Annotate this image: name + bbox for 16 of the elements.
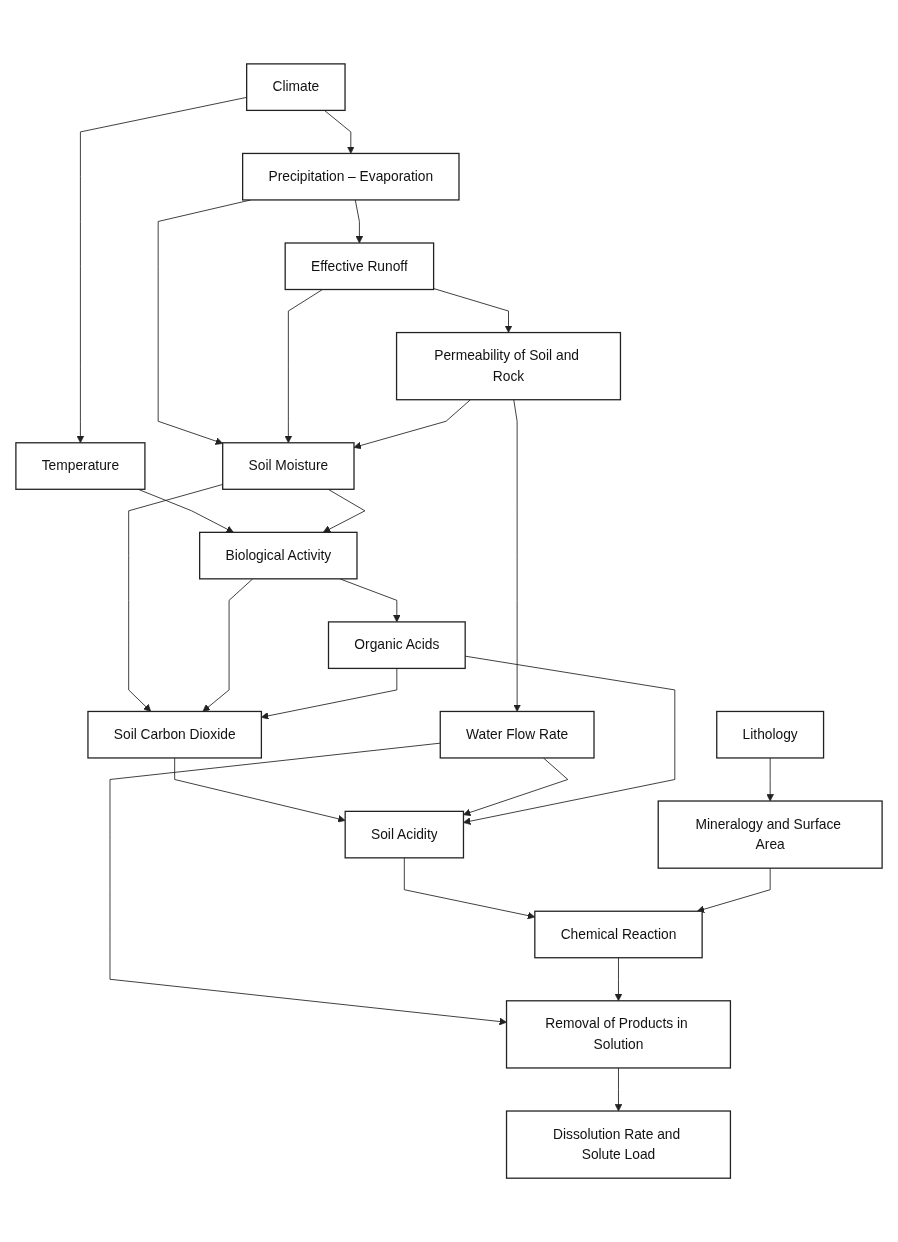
node-box: Water Flow Rate	[439, 710, 595, 759]
node-box: Biological Activity	[199, 531, 358, 580]
node-box: Organic Acids	[327, 621, 466, 669]
node-box: Climate	[246, 63, 346, 111]
node-box: Removal of Products in Solution	[505, 1000, 732, 1069]
node-box: Temperature	[15, 442, 146, 490]
node-box: Soil Moisture	[222, 442, 355, 490]
node-box: Soil Acidity	[344, 810, 465, 859]
node-box: Chemical Reaction	[534, 910, 703, 959]
node-box: Lithology	[716, 710, 825, 759]
node-box: Effective Runoff	[284, 242, 435, 291]
node-box: Soil Carbon Dioxide	[87, 710, 263, 759]
node-box: Mineralogy and Surface Area	[657, 800, 883, 869]
node-box: Dissolution Rate and Solute Load	[505, 1110, 732, 1179]
node-box: Permeability of Soil and Rock	[395, 331, 622, 401]
node-box: Precipitation – Evaporation	[242, 152, 460, 201]
